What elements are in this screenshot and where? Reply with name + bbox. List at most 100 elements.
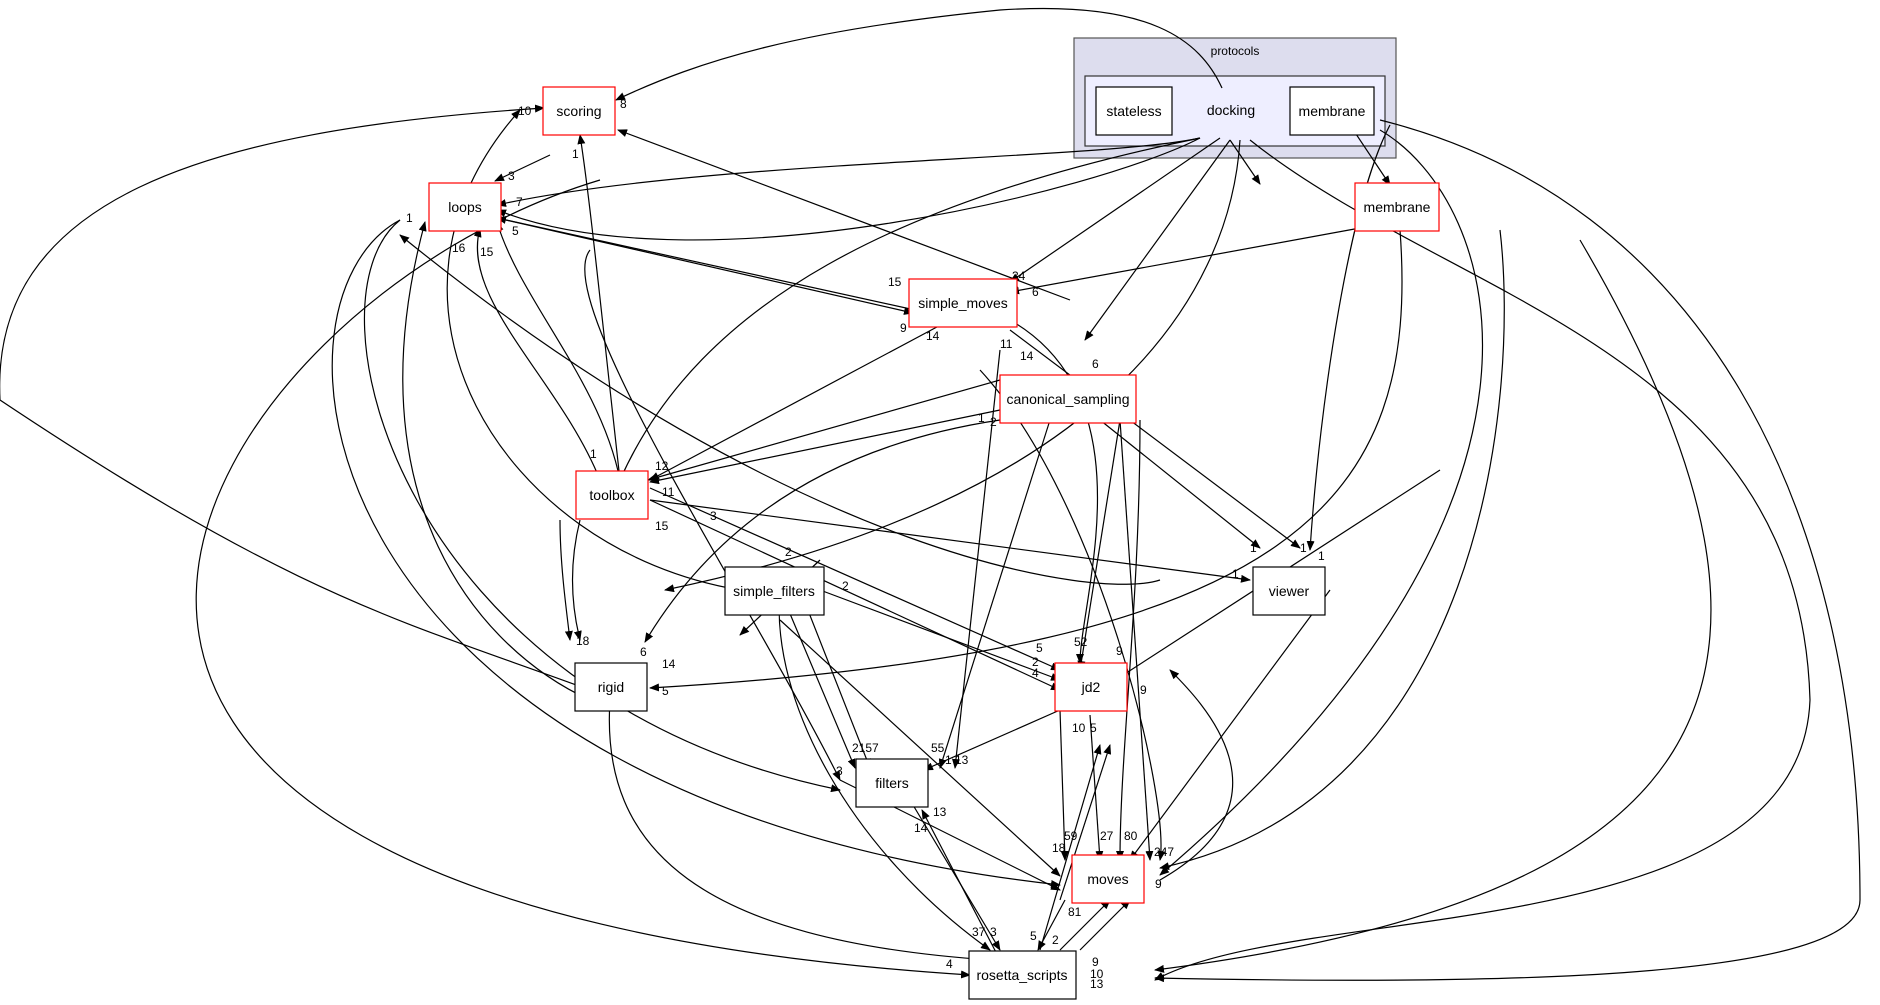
edge bbox=[1116, 419, 1141, 861]
edge bbox=[649, 409, 1001, 485]
edge bbox=[649, 229, 1403, 692]
node-label: rigid bbox=[598, 679, 624, 695]
node-stateless[interactable]: stateless bbox=[1095, 86, 1173, 136]
node-simple-filters[interactable]: simple_filters bbox=[724, 566, 825, 616]
edge bbox=[495, 221, 621, 481]
edge-label: 55 bbox=[931, 741, 945, 755]
edge-label: 13 bbox=[1090, 977, 1104, 991]
edge bbox=[615, 7, 1223, 101]
edge-label: 9 bbox=[1092, 955, 1099, 969]
edge-label: 247 bbox=[1154, 845, 1174, 859]
edge bbox=[649, 499, 1251, 583]
edge-label: 5 bbox=[1036, 641, 1043, 655]
edge bbox=[923, 709, 1061, 771]
node-canonical-sampling[interactable]: canonical_sampling bbox=[999, 374, 1137, 424]
edge-label: 10 bbox=[1072, 721, 1086, 735]
edge-label: 14 bbox=[1020, 349, 1034, 363]
edge-label: 1 bbox=[590, 447, 597, 461]
edge-label: 6 bbox=[1092, 357, 1099, 371]
node-filters[interactable]: filters bbox=[855, 758, 929, 808]
node-protocols-membrane[interactable]: membrane bbox=[1289, 86, 1375, 136]
node-label: jd2 bbox=[1081, 679, 1101, 695]
edge bbox=[649, 487, 1061, 671]
edge-label: 14 bbox=[662, 657, 676, 671]
edge-label: 13 bbox=[933, 805, 947, 819]
node-label: stateless bbox=[1106, 103, 1161, 119]
edge bbox=[608, 699, 991, 964]
node-membrane[interactable]: membrane bbox=[1354, 182, 1440, 232]
edge-label: 15 bbox=[888, 275, 902, 289]
edge bbox=[0, 104, 591, 691]
edge bbox=[473, 227, 601, 481]
edge bbox=[1119, 419, 1154, 861]
edge bbox=[779, 619, 1061, 877]
edge-label: 14 bbox=[914, 821, 928, 835]
edge-label: 4 bbox=[946, 957, 953, 971]
edge bbox=[1009, 329, 1301, 549]
node-rigid[interactable]: rigid bbox=[574, 662, 648, 712]
edge bbox=[617, 129, 1071, 301]
edge-label: 7 bbox=[516, 195, 523, 209]
edge-label: 81 bbox=[1068, 905, 1082, 919]
edge-label: 15 bbox=[655, 519, 669, 533]
edge bbox=[1009, 319, 1098, 664]
edge bbox=[778, 589, 991, 951]
node-simple-moves[interactable]: simple_moves bbox=[908, 278, 1018, 328]
edge-label: 10 bbox=[518, 104, 532, 118]
edge-label: 1 bbox=[572, 147, 579, 161]
node-label: membrane bbox=[1364, 199, 1431, 215]
edge bbox=[577, 134, 621, 481]
edge-label: 1 bbox=[1250, 541, 1257, 555]
edge bbox=[1154, 239, 1712, 973]
edge bbox=[331, 219, 1061, 888]
edge-label: 3 bbox=[836, 764, 843, 778]
edge-label: 3 bbox=[710, 509, 717, 523]
node-loops[interactable]: loops bbox=[428, 182, 502, 232]
edge bbox=[909, 799, 1001, 951]
edge bbox=[496, 137, 1201, 241]
edge bbox=[1159, 669, 1234, 881]
edge bbox=[494, 154, 551, 182]
edge-label: 37 bbox=[972, 925, 986, 939]
edge-labels: 8 10 1 3 7 1 5 16 15 15 34 6 9 14 11 14 … bbox=[406, 97, 1325, 991]
edge-label: 1 bbox=[1232, 567, 1239, 581]
node-jd2[interactable]: jd2 bbox=[1054, 662, 1128, 712]
edge bbox=[496, 217, 914, 315]
node-scoring[interactable]: scoring bbox=[542, 86, 616, 136]
node-viewer[interactable]: viewer bbox=[1252, 566, 1326, 616]
edge bbox=[1059, 744, 1112, 901]
edge bbox=[1159, 229, 1505, 871]
node-moves[interactable]: moves bbox=[1071, 854, 1145, 904]
edge-label: 11 bbox=[662, 485, 675, 499]
edge-label: 9 bbox=[1116, 644, 1123, 658]
edge-label: 11 bbox=[1000, 337, 1013, 351]
edge bbox=[1059, 899, 1111, 951]
edge-label: 5 bbox=[1030, 929, 1037, 943]
edge-label: 80 bbox=[1124, 829, 1138, 843]
edge-label: 5 bbox=[1090, 721, 1097, 735]
edge-label: 9 bbox=[1155, 877, 1162, 891]
edge-label: 52 bbox=[1074, 635, 1088, 649]
edge-label: 10 bbox=[1090, 967, 1104, 981]
edge bbox=[1154, 139, 1811, 981]
edge bbox=[1229, 139, 1261, 185]
edge-label: 1 bbox=[945, 753, 952, 767]
edge bbox=[799, 589, 871, 769]
edge bbox=[1009, 227, 1361, 295]
edge bbox=[1089, 714, 1104, 861]
node-label: loops bbox=[448, 199, 481, 215]
edge-label: 3 bbox=[990, 925, 997, 939]
edge bbox=[1009, 137, 1221, 283]
node-toolbox[interactable]: toolbox bbox=[575, 470, 649, 520]
edge bbox=[619, 137, 1201, 481]
edge-label: 12 bbox=[655, 459, 669, 473]
edge-label: 2 bbox=[842, 579, 849, 593]
edge-label: 18 bbox=[576, 634, 590, 648]
edge-label: 2157 bbox=[852, 741, 879, 755]
edge-label: 18 bbox=[1052, 841, 1066, 855]
node-rosetta-scripts[interactable]: rosetta_scripts bbox=[968, 950, 1077, 1000]
edge-label: 13 bbox=[955, 753, 969, 767]
edge bbox=[195, 179, 971, 979]
edge bbox=[559, 519, 573, 641]
